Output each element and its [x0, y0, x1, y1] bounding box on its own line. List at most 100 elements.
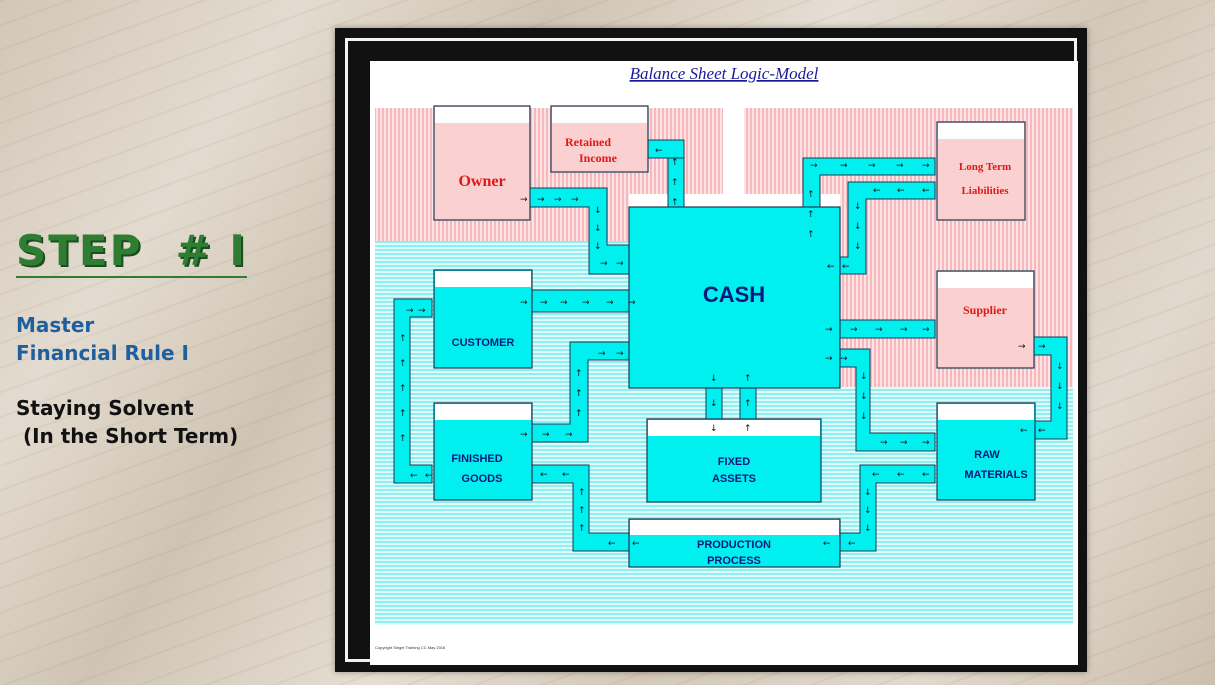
svg-text:↑: ↑ [671, 198, 679, 208]
supplier-label: Supplier [963, 303, 1008, 317]
svg-text:↑: ↑ [578, 524, 586, 534]
long-term-label-line-2: Liabilities [961, 185, 1009, 197]
svg-text:→: → [896, 161, 904, 171]
svg-text:←: ← [823, 539, 831, 549]
svg-text:↑: ↑ [399, 334, 407, 344]
svg-text:→: → [406, 306, 414, 316]
svg-text:←: ← [562, 470, 570, 480]
svg-text:↑: ↑ [578, 506, 586, 516]
svg-text:↑: ↑ [807, 190, 815, 200]
svg-text:←: ← [873, 186, 881, 196]
svg-text:←: ← [827, 262, 835, 272]
svg-text:↑: ↑ [807, 230, 815, 240]
rule-label-line-2: Financial Rule I [16, 341, 189, 365]
rule-label-line-1: Master [16, 313, 95, 337]
svg-text:→: → [825, 325, 833, 335]
svg-text:→: → [560, 298, 568, 308]
svg-text:←: ← [922, 186, 930, 196]
svg-text:↑: ↑ [399, 434, 407, 444]
cash-box [628, 206, 841, 389]
svg-text:↓: ↓ [864, 488, 872, 498]
production-label-line-2: PROCESS [707, 555, 761, 567]
svg-text:→: → [598, 349, 606, 359]
finished-label-line-1: FINISHED [451, 453, 502, 465]
svg-text:→: → [616, 349, 624, 359]
svg-text:↑: ↑ [744, 424, 752, 434]
solvency-line-2: (In the Short Term) [16, 424, 239, 448]
svg-text:→: → [554, 195, 562, 205]
svg-text:→: → [922, 161, 930, 171]
retained-label-line-2: Income [579, 151, 618, 165]
svg-text:↓: ↓ [854, 202, 862, 212]
svg-text:↓: ↓ [1056, 382, 1064, 392]
step-title: STEP # I [16, 227, 248, 279]
svg-text:→: → [875, 325, 883, 335]
svg-text:←: ← [410, 471, 418, 481]
svg-text:→: → [628, 298, 636, 308]
balance-sheet-diagram: Balance Sheet Logic-Model [370, 61, 1078, 665]
raw-label-line-1: RAW [974, 449, 1000, 461]
svg-text:→: → [418, 306, 426, 316]
svg-text:←: ← [608, 539, 616, 549]
svg-text:↓: ↓ [710, 424, 718, 434]
svg-text:↑: ↑ [578, 488, 586, 498]
svg-text:→: → [880, 438, 888, 448]
svg-text:←: ← [872, 470, 880, 480]
svg-text:↓: ↓ [854, 242, 862, 252]
svg-text:→: → [850, 325, 858, 335]
svg-text:←: ← [540, 470, 548, 480]
svg-text:→: → [922, 438, 930, 448]
svg-text:→: → [571, 195, 579, 205]
fixed-label-line-1: FIXED [718, 456, 750, 468]
svg-text:→: → [1018, 342, 1026, 352]
finished-label-line-2: GOODS [462, 473, 503, 485]
svg-text:↑: ↑ [671, 178, 679, 188]
svg-text:→: → [600, 259, 608, 269]
svg-text:→: → [868, 161, 876, 171]
svg-text:↓: ↓ [854, 222, 862, 232]
svg-text:→: → [825, 354, 833, 364]
svg-text:→: → [922, 325, 930, 335]
svg-text:↑: ↑ [807, 210, 815, 220]
svg-text:→: → [540, 298, 548, 308]
svg-text:↓: ↓ [710, 374, 718, 384]
svg-text:→: → [520, 298, 528, 308]
svg-text:↓: ↓ [864, 524, 872, 534]
long-term-label-line-1: Long Term [959, 161, 1011, 173]
svg-text:→: → [900, 325, 908, 335]
raw-label-line-2: MATERIALS [964, 469, 1027, 481]
owner-label: Owner [458, 173, 505, 190]
svg-text:↓: ↓ [594, 206, 602, 216]
svg-text:→: → [537, 195, 545, 205]
diagram-title: Balance Sheet Logic-Model [630, 64, 819, 83]
copyright-text: Copyright Siegel Training CC May 2016 [375, 645, 446, 650]
svg-text:←: ← [425, 471, 433, 481]
svg-text:→: → [520, 195, 528, 205]
fixed-label-line-2: ASSETS [712, 473, 756, 485]
svg-text:→: → [900, 438, 908, 448]
svg-text:↑: ↑ [399, 384, 407, 394]
svg-text:→: → [542, 430, 550, 440]
diagram-frame: Balance Sheet Logic-Model [335, 28, 1087, 672]
svg-text:←: ← [842, 262, 850, 272]
svg-text:↑: ↑ [399, 409, 407, 419]
svg-text:↑: ↑ [575, 409, 583, 419]
svg-text:↑: ↑ [399, 359, 407, 369]
svg-text:↓: ↓ [1056, 402, 1064, 412]
svg-text:←: ← [922, 470, 930, 480]
svg-text:↑: ↑ [744, 374, 752, 384]
svg-text:→: → [606, 298, 614, 308]
customer-label: CUSTOMER [452, 337, 515, 349]
svg-text:→: → [582, 298, 590, 308]
svg-text:→: → [520, 430, 528, 440]
svg-text:↑: ↑ [671, 158, 679, 168]
svg-text:→: → [840, 354, 848, 364]
svg-text:↓: ↓ [594, 224, 602, 234]
svg-text:←: ← [632, 539, 640, 549]
production-label-line-1: PRODUCTION [697, 539, 771, 551]
retained-label-line-1: Retained [565, 135, 611, 149]
svg-text:↑: ↑ [575, 369, 583, 379]
svg-text:→: → [840, 161, 848, 171]
svg-text:→: → [616, 259, 624, 269]
solvency-line-1: Staying Solvent [16, 396, 194, 420]
